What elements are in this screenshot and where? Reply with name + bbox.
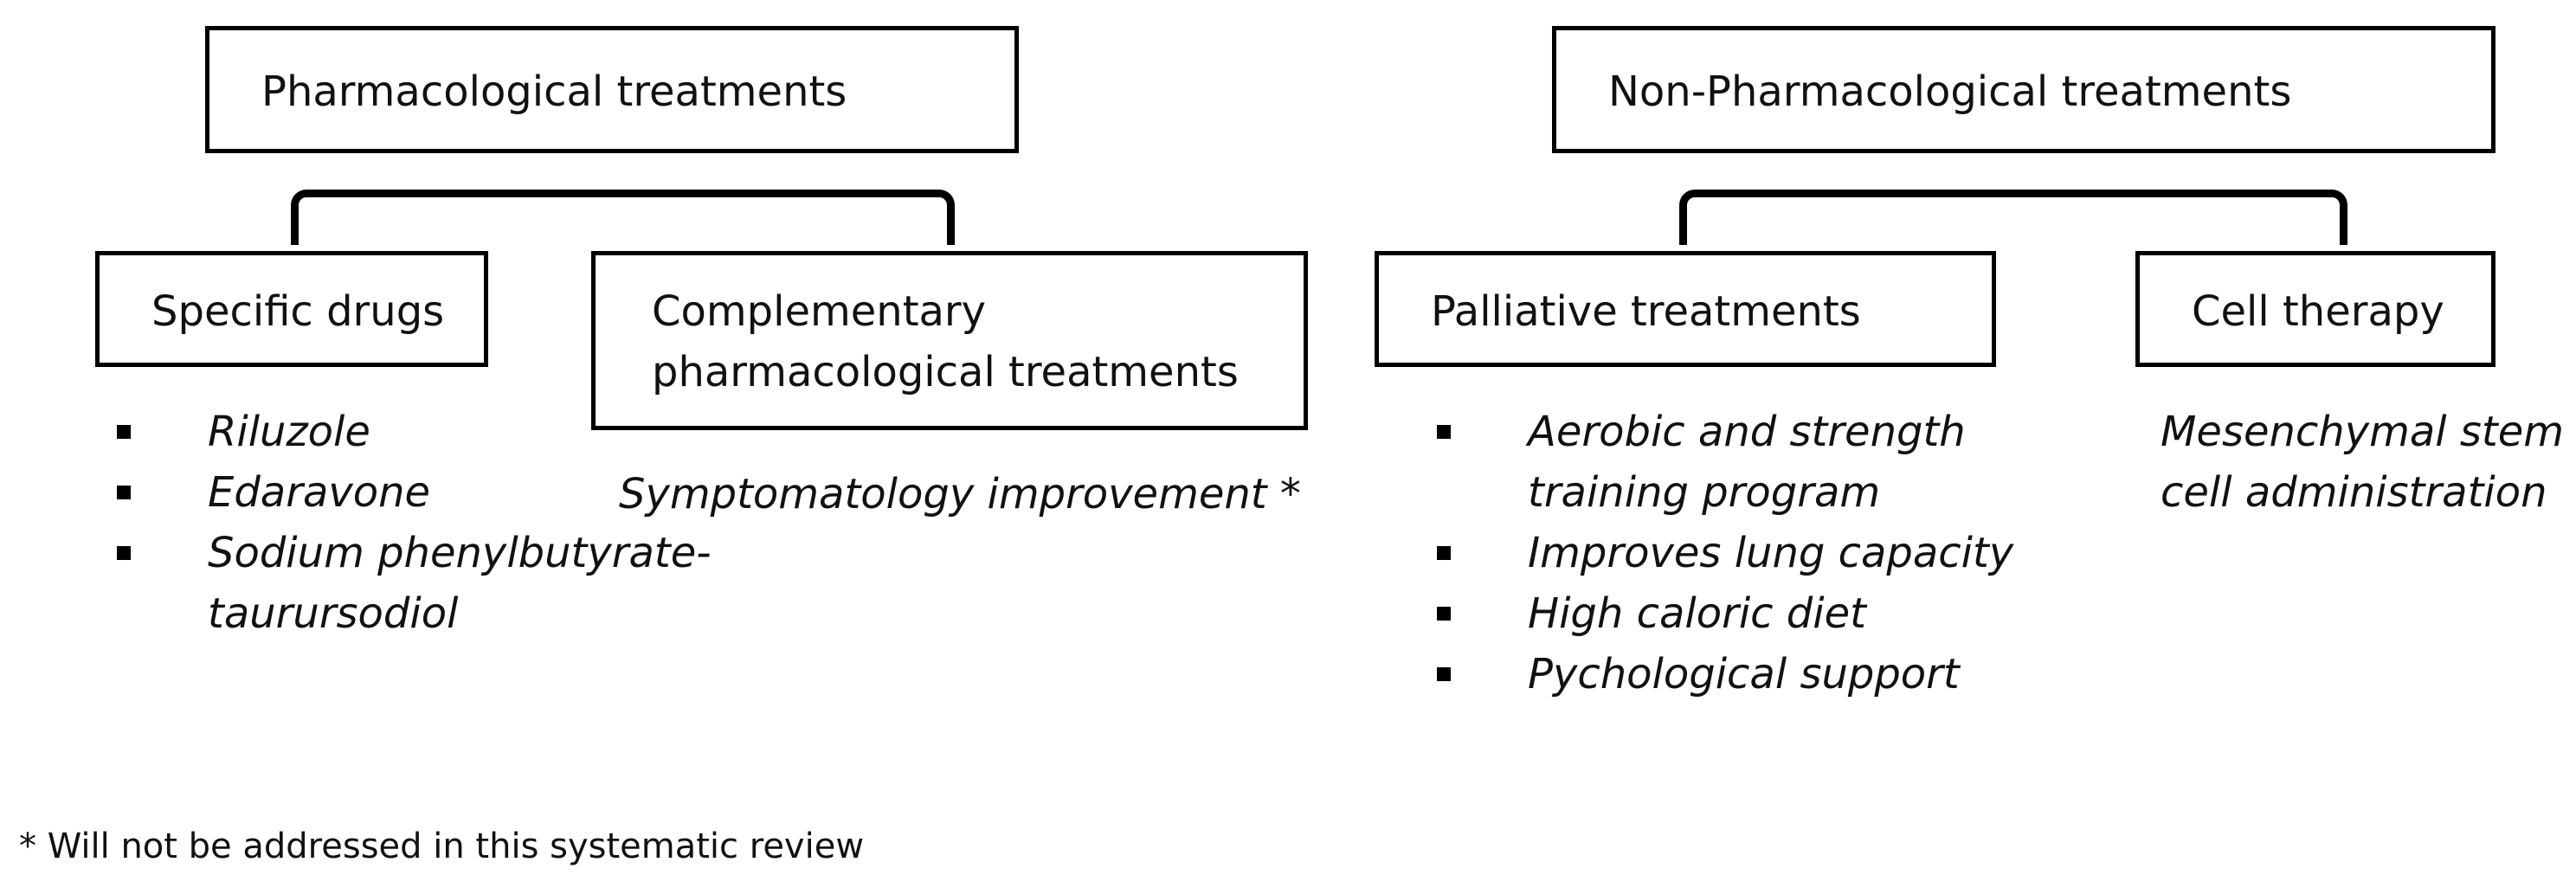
bullet-icon (117, 546, 131, 560)
palliative-treatments-box: Palliative treatments (1375, 251, 1996, 367)
drug-name: Edaravone (208, 468, 431, 517)
bullet-icon (1437, 667, 1451, 681)
footnote: * Will not be addressed in this systemat… (19, 827, 865, 866)
cell-therapy-title: Cell therapy (2192, 287, 2444, 336)
palliative-item: training program (1528, 468, 1881, 517)
specific-drugs-box: Specific drugs (95, 251, 488, 367)
cell-therapy-box: Cell therapy (2135, 251, 2496, 367)
list-item: Improves lung capacity (1437, 523, 2014, 583)
palliative-item: High caloric diet (1528, 589, 1866, 638)
bullet-icon (1437, 607, 1451, 621)
palliative-item: Pychological support (1528, 650, 1960, 698)
specific-drugs-title: Specific drugs (151, 287, 445, 336)
bullet-icon (117, 486, 131, 499)
list-item: Sodium phenylbutyrate- (117, 523, 712, 583)
drug-name: Riluzole (208, 408, 370, 456)
non-pharmacological-bracket (1679, 190, 2347, 245)
list-item: Edaravone (117, 462, 712, 523)
drug-name: taurursodiol (208, 589, 459, 638)
list-item: Aerobic and strength (1437, 402, 2013, 462)
list-item: Riluzole (117, 402, 712, 462)
list-item: High caloric diet (1437, 583, 2013, 644)
palliative-item: Improves lung capacity (1528, 529, 2014, 577)
palliative-treatments-title: Palliative treatments (1431, 287, 1861, 336)
bullet-icon (1437, 546, 1451, 560)
drug-name: Sodium phenylbutyrate- (208, 529, 712, 577)
palliative-list: Aerobic and strength training program Im… (1437, 402, 2014, 705)
pharmacological-treatments-box: Pharmacological treatments (205, 26, 1019, 153)
bullet-icon (1437, 425, 1451, 439)
palliative-item: Aerobic and strength (1528, 408, 1966, 456)
symptomatology-note: Symptomatology improvement * (619, 470, 1301, 518)
list-item-continuation: taurursodiol (208, 583, 712, 644)
complementary-title-line2: pharmacological treatments (652, 348, 1239, 396)
cell-therapy-description-line2: cell administration (2161, 468, 2547, 517)
cell-therapy-description-line1: Mesenchymal stem (2161, 408, 2565, 456)
non-pharmacological-treatments-box: Non-Pharmacological treatments (1552, 26, 2496, 153)
complementary-title-line1: Complementary (652, 287, 987, 336)
pharmacological-bracket (291, 190, 955, 245)
list-item-continuation: training program (1528, 462, 2013, 523)
non-pharmacological-treatments-title: Non-Pharmacological treatments (1608, 68, 2292, 116)
specific-drugs-list: Riluzole Edaravone Sodium phenylbutyrate… (117, 402, 712, 644)
complementary-treatments-box: Complementary pharmacological treatments (591, 251, 1308, 430)
pharmacological-treatments-title: Pharmacological treatments (261, 68, 847, 116)
list-item: Pychological support (1437, 644, 2013, 705)
bullet-icon (117, 425, 131, 439)
